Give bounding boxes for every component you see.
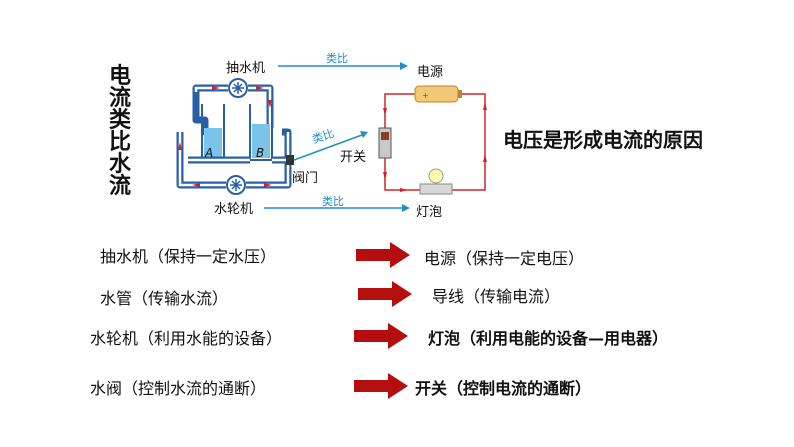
row-right-1: 电源（保持一定电压）	[424, 249, 585, 268]
battery-icon: +	[414, 85, 462, 103]
vertical-title-char: 水	[108, 152, 131, 177]
analogy-arrows	[264, 62, 410, 212]
vertical-title: 电 流 类 比 水 流	[106, 66, 134, 198]
svg-text:+: +	[422, 91, 429, 100]
water-flow-arrows	[178, 86, 272, 187]
row-left-4: 水阀（控制水流的通断）	[90, 379, 267, 398]
row-arrow-1	[356, 242, 410, 268]
power-label: 电源	[417, 65, 444, 80]
container-b	[249, 104, 273, 161]
right-title: 电压是形成电流的原因	[503, 128, 703, 152]
container-b-label: B	[256, 146, 265, 160]
electric-circuit	[384, 93, 486, 191]
current-arrows	[383, 102, 487, 192]
valve-icon	[286, 155, 294, 165]
row-right-2: 导线（传输电流）	[432, 287, 561, 306]
row-arrow-3	[354, 323, 408, 349]
vertical-title-char: 电	[108, 64, 131, 89]
analogy-label-top: 类比	[326, 52, 348, 65]
switch-icon	[378, 127, 392, 159]
row-right-4: 开关（控制电流的通断）	[415, 379, 592, 398]
row-arrow-4	[354, 373, 408, 399]
row-arrow-2	[358, 281, 412, 307]
row-left-3: 水轮机（利用水能的设备）	[90, 329, 283, 348]
bulb-label: 灯泡	[416, 205, 443, 220]
row-left-1: 抽水机（保持一定水压）	[100, 247, 277, 266]
valve-label: 阀门	[292, 171, 319, 186]
bulb-icon	[419, 168, 453, 195]
switch-label: 开关	[340, 150, 367, 165]
row-left-2: 水管（传输水流）	[100, 289, 229, 308]
vertical-title-char: 类	[108, 108, 131, 133]
analogy-label-bottom: 类比	[322, 195, 344, 208]
vertical-title-char: 流	[108, 174, 131, 199]
row-right-3: 灯泡（利用电能的设备—用电器）	[428, 329, 669, 348]
pump-icon	[228, 78, 248, 98]
pump-label: 抽水机	[226, 61, 266, 76]
container-a-label: A	[205, 146, 214, 160]
turbine-label: 水轮机	[214, 202, 254, 217]
vertical-title-char: 流	[108, 86, 131, 111]
turbine-icon	[226, 175, 246, 195]
vertical-title-char: 比	[108, 130, 131, 155]
